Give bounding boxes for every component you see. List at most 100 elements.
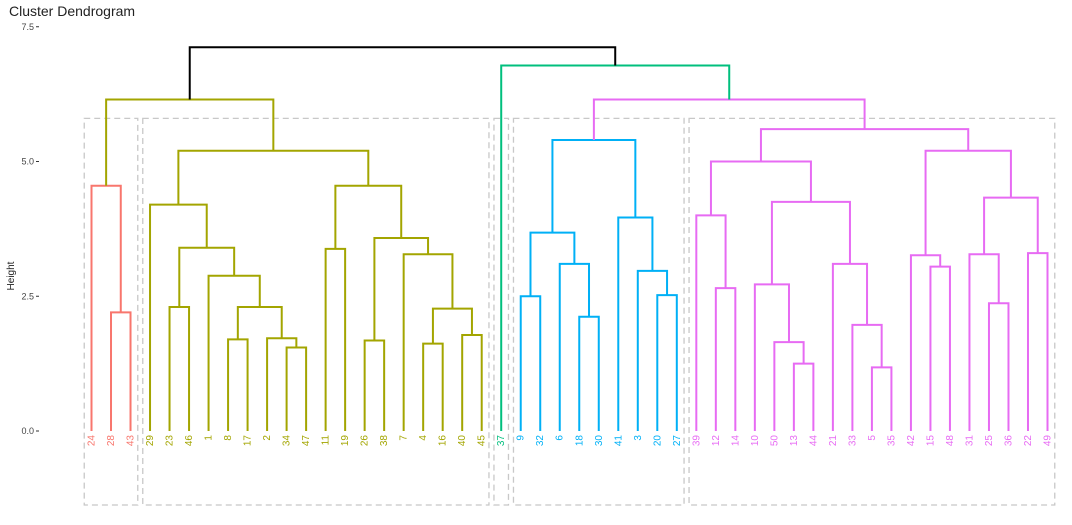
leaf-label: 24 — [87, 435, 98, 447]
leaf-label: 18 — [574, 435, 585, 447]
leaf-label: 25 — [984, 435, 995, 447]
leaf-label: 38 — [379, 435, 390, 447]
leaf-label: 9 — [516, 435, 527, 441]
leaf-label: 27 — [672, 435, 683, 447]
merge-link — [519, 295, 542, 431]
leaf-label: 40 — [457, 435, 468, 447]
merge-link — [753, 283, 790, 431]
dendrogram-links — [90, 46, 1049, 431]
leaf-label: 43 — [126, 435, 137, 447]
merge-link — [773, 341, 805, 431]
merge-link — [207, 274, 261, 431]
merge-link — [110, 311, 132, 431]
chart-title: Cluster Dendrogram — [9, 3, 135, 19]
cluster-box — [512, 117, 685, 506]
leaf-label: 49 — [1043, 435, 1054, 447]
y-tick-label: 7.5 — [21, 22, 34, 32]
leaf-label: 19 — [340, 435, 351, 447]
y-tick-label: 2.5 — [21, 291, 34, 301]
leaf-label: 12 — [711, 435, 722, 447]
leaf-label: 33 — [847, 435, 858, 447]
leaf-label: 21 — [828, 435, 839, 447]
leaf-label: 17 — [243, 435, 254, 447]
leaf-label: 29 — [145, 435, 156, 447]
merge-link — [714, 287, 737, 431]
merge-link — [431, 307, 473, 344]
leaf-label: 35 — [886, 435, 897, 447]
leaf-label: 8 — [223, 435, 234, 441]
merge-link — [578, 315, 600, 431]
merge-link — [177, 149, 370, 205]
merge-link — [695, 214, 727, 431]
cluster-box — [688, 117, 1056, 506]
leaf-label: 23 — [165, 435, 176, 447]
leaf-label: 4 — [418, 435, 429, 441]
merge-link — [770, 200, 851, 285]
leaf-label: 31 — [964, 435, 975, 447]
leaf-label: 26 — [360, 435, 371, 447]
merge-link — [759, 128, 970, 162]
merge-link — [90, 184, 122, 431]
leaf-label: 32 — [535, 435, 546, 447]
merge-link — [709, 160, 812, 216]
merge-link — [461, 334, 483, 431]
merge-link — [792, 362, 815, 431]
merge-link — [236, 306, 283, 340]
merge-link — [500, 64, 731, 431]
merge-link — [592, 98, 866, 140]
merge-link — [227, 338, 249, 431]
leaf-label: 44 — [808, 435, 819, 447]
merge-link — [968, 253, 1000, 431]
leaf-label: 22 — [1023, 435, 1034, 447]
leaf-label: 48 — [945, 435, 956, 447]
merge-link — [983, 196, 1039, 255]
leaf-label: 14 — [730, 435, 741, 447]
leaf-label: 10 — [750, 435, 761, 447]
leaf-label: 37 — [496, 435, 507, 447]
merge-link — [149, 203, 208, 431]
leaf-label: 46 — [184, 435, 195, 447]
leaf-label: 11 — [321, 435, 332, 446]
merge-link — [266, 337, 298, 431]
merge-link — [422, 342, 444, 431]
leaf-label: 5 — [867, 435, 878, 441]
leaf-label: 20 — [652, 435, 663, 447]
leaf-label: 1 — [204, 435, 215, 441]
merge-link — [363, 339, 386, 431]
merge-link — [987, 302, 1010, 431]
merge-link — [168, 306, 191, 431]
leaf-label: 50 — [769, 435, 780, 447]
leaf-label: 34 — [282, 435, 293, 447]
merge-link — [656, 294, 678, 431]
y-tick-label: 0.0 — [21, 426, 34, 436]
leaf-label: 41 — [613, 435, 624, 447]
merge-link — [929, 265, 951, 431]
merge-link — [334, 184, 403, 249]
merge-link — [105, 98, 275, 186]
merge-link — [188, 46, 617, 100]
leaf-label: 7 — [399, 435, 410, 441]
merge-link — [909, 254, 942, 431]
merge-link — [617, 216, 654, 431]
cluster-boxes — [83, 117, 1056, 506]
merge-link — [924, 149, 1012, 256]
leaf-label: 28 — [106, 435, 117, 447]
y-axis: 0.02.55.07.5 — [21, 22, 39, 436]
y-axis-label: Height — [6, 261, 17, 290]
leaf-label: 39 — [691, 435, 702, 447]
merge-link — [402, 253, 454, 431]
leaf-label: 30 — [594, 435, 605, 447]
leaf-label: 36 — [1003, 435, 1014, 447]
merge-link — [870, 366, 893, 431]
merge-link — [285, 346, 308, 431]
cluster-box — [142, 117, 490, 506]
leaf-label: 16 — [438, 435, 449, 447]
leaf-label: 2 — [262, 435, 273, 441]
merge-link — [324, 247, 347, 431]
leaf-label: 45 — [477, 435, 488, 447]
merge-link — [178, 246, 236, 308]
merge-link — [831, 262, 869, 431]
leaf-label: 42 — [906, 435, 917, 447]
